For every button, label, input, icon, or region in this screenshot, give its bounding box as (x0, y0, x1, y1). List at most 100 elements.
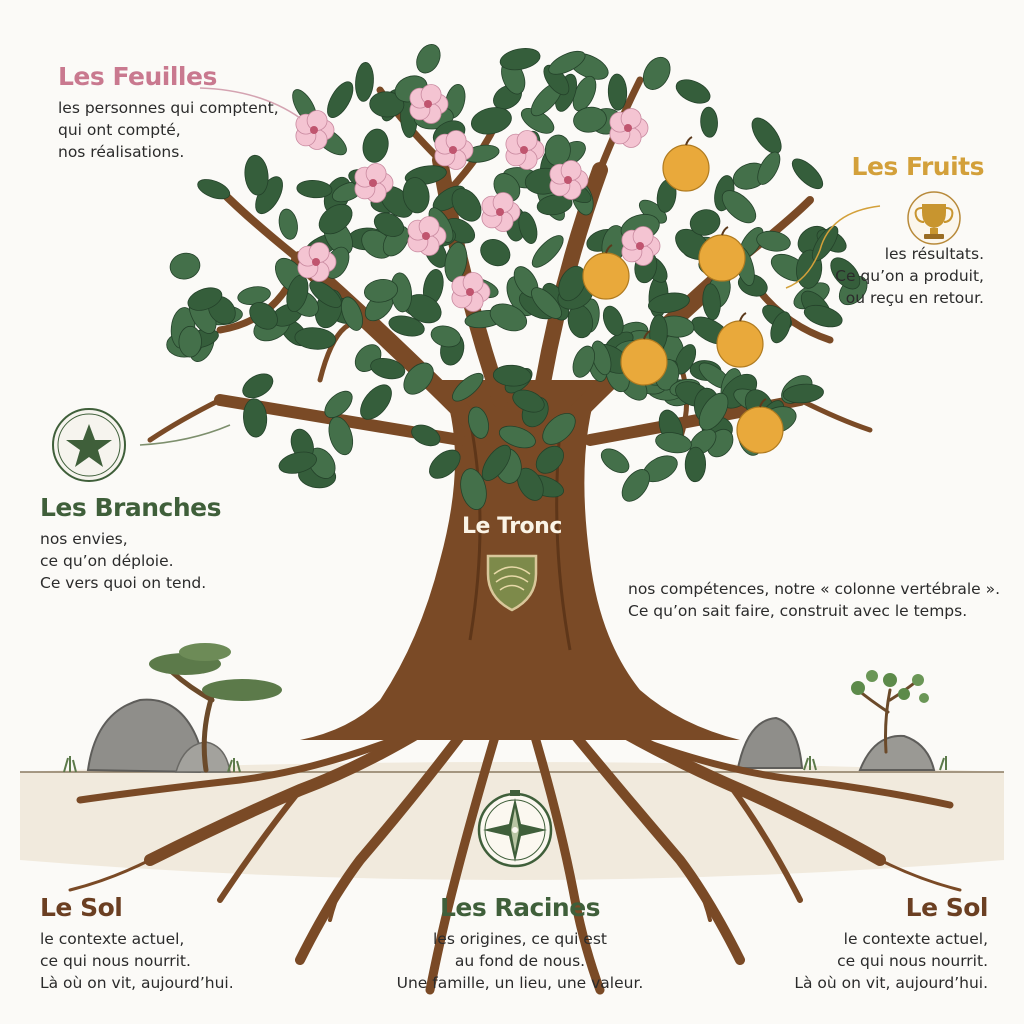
leaf (499, 47, 541, 71)
fruit-stem (739, 312, 747, 322)
leaf (402, 177, 430, 214)
leaf (243, 398, 268, 438)
leaf (294, 327, 336, 350)
leaf (782, 383, 824, 404)
rock-right-2 (858, 734, 936, 771)
leaf (318, 203, 353, 235)
blossom (481, 192, 521, 232)
fruit (736, 406, 784, 454)
leaf (548, 50, 586, 75)
leaf (370, 357, 406, 380)
fruits-line-3: ou reçu en retour. (845, 289, 984, 307)
sol-left-line-2: ce qui nous nourrit. (40, 952, 191, 970)
leaf (296, 180, 333, 199)
blossom (505, 130, 545, 170)
leaf (309, 280, 342, 308)
leaf (373, 212, 405, 237)
leaf (791, 158, 824, 190)
leaf (471, 107, 512, 135)
leaf (187, 287, 223, 311)
leaf (642, 56, 671, 90)
leaf (341, 296, 363, 331)
leaf (429, 449, 461, 479)
fruit-stem (643, 330, 651, 340)
racines-line-3: Une famille, un lieu, une valeur. (396, 974, 644, 992)
label-racines: Les Racines les origines, ce qui est au … (380, 893, 660, 994)
leaf (517, 467, 544, 501)
sol-left-title: Le Sol (40, 893, 123, 922)
feuilles-line-1: les personnes qui comptent, (58, 99, 279, 117)
leaf (324, 390, 353, 419)
feuilles-title: Les Feuilles (58, 62, 217, 91)
leaf (498, 425, 536, 449)
fruit-stem (685, 136, 693, 146)
leaf (602, 305, 624, 336)
leaf (388, 315, 425, 337)
compass-icon (477, 790, 553, 868)
feuilles-connector (199, 87, 301, 119)
fruits-title: Les Fruits (851, 152, 985, 181)
fruits-connector (785, 205, 881, 289)
fruit (620, 338, 668, 386)
leaf (803, 304, 843, 328)
leaf (355, 62, 374, 102)
leaf (480, 239, 511, 267)
blossoms (295, 84, 661, 312)
small-tree-left (149, 643, 282, 773)
leaf (700, 106, 718, 138)
leaf (689, 209, 721, 236)
leaf (512, 389, 545, 413)
branches-connector (139, 424, 231, 446)
small-tree-right (851, 670, 929, 754)
fruits-line-2: Ce qu’on a produit, (835, 267, 984, 285)
feuilles-line-2: qui ont compté, (58, 121, 181, 139)
blossom (295, 110, 335, 150)
label-fruits: Les Fruits les résultats. Ce qu’on a pro… (724, 152, 984, 309)
fruits-line-1: les résultats. (884, 245, 984, 263)
blossom (409, 84, 449, 124)
leaf (698, 392, 729, 431)
leaf (444, 242, 468, 283)
leaves (166, 43, 868, 510)
shield-icon (486, 554, 538, 612)
leaf (178, 325, 202, 358)
fruit-stem (721, 226, 729, 236)
blossom (621, 226, 661, 266)
leaf (411, 424, 441, 447)
leaf (430, 325, 462, 348)
sol-right-line-2: ce qui nous nourrit. (837, 952, 988, 970)
sol-right-line-1: le contexte actuel, (843, 930, 988, 948)
label-tronc-title: Le Tronc (462, 514, 562, 545)
tronc-line-2: Ce qu’on sait faire, construit avec le t… (628, 602, 968, 620)
fruits (582, 136, 784, 454)
branches-line-2: ce qu’on déploie. (40, 552, 174, 570)
leaf (242, 373, 274, 399)
blossom (297, 242, 337, 282)
fruit (662, 144, 710, 192)
racines-line-2: au fond de nous. (454, 952, 586, 970)
leaf (360, 384, 392, 420)
label-feuilles: Les Feuilles les personnes qui comptent,… (58, 62, 279, 163)
leaf (675, 79, 711, 104)
leaf (244, 154, 269, 196)
leaf (364, 279, 398, 303)
sol-left-line-1: le contexte actuel, (40, 930, 185, 948)
leaf (558, 265, 587, 302)
leaf (573, 106, 607, 133)
leaf (655, 432, 692, 454)
fruit-stem (605, 244, 613, 254)
leaf (403, 362, 434, 395)
leaf (535, 445, 564, 474)
leaf (249, 301, 278, 330)
leaf (751, 117, 782, 154)
leaf (278, 451, 317, 474)
rock-right (736, 716, 804, 769)
blossom (609, 108, 649, 148)
leaf (647, 292, 690, 314)
tronc-line-1: nos compétences, notre « colonne vertébr… (628, 580, 1000, 598)
leaf (542, 412, 576, 445)
racines-title: Les Racines (439, 893, 601, 922)
leaf (518, 211, 538, 244)
leaf (452, 372, 484, 402)
